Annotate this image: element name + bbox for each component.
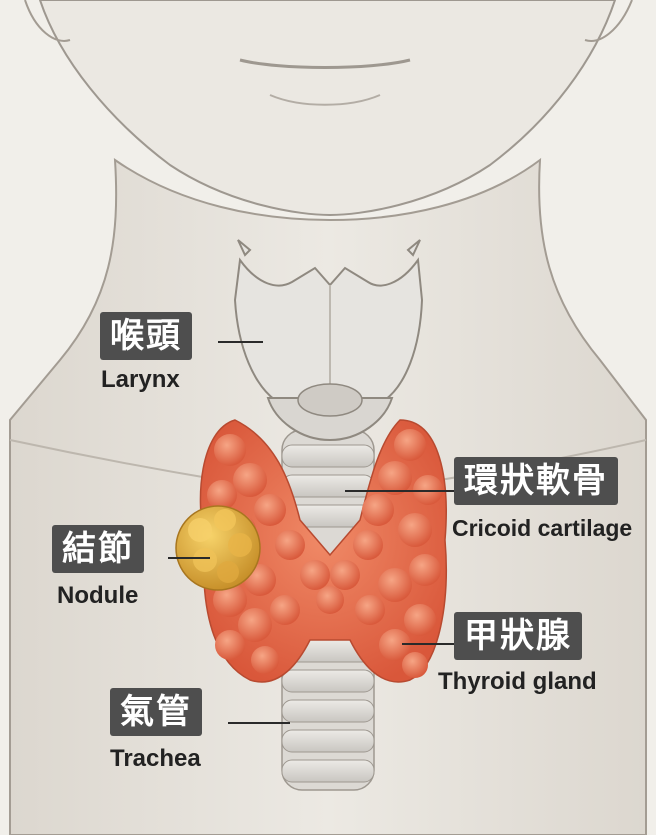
thyroid-leader-line: [402, 643, 456, 645]
larynx-leader-line: [218, 341, 263, 343]
larynx-label-en: Larynx: [101, 366, 180, 394]
larynx-label-zh: 喉頭: [100, 312, 192, 360]
cricoid-label-en: Cricoid cartilage: [452, 514, 632, 542]
trachea-label-zh: 氣管: [110, 688, 202, 736]
nodule-label-en: Nodule: [57, 582, 138, 610]
thyroid-label-zh: 甲狀腺: [454, 612, 582, 660]
cricoid-label-zh: 環狀軟骨: [454, 457, 618, 505]
trachea-leader-line: [228, 722, 290, 724]
nodule: [176, 506, 260, 590]
cricoid-leader-line: [345, 490, 455, 492]
nodule-leader-line: [168, 557, 210, 559]
trachea-label-en: Trachea: [110, 745, 201, 773]
nodule-label-zh: 結節: [52, 525, 144, 573]
thyroid-label-en: Thyroid gland: [438, 668, 597, 696]
